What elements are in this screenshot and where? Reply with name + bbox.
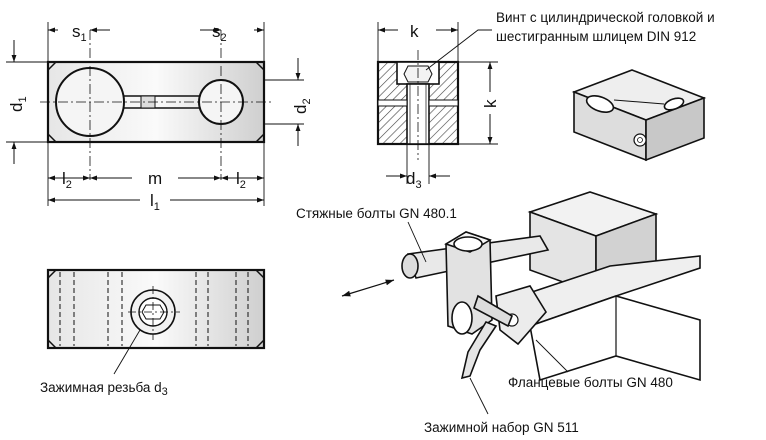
isometric-clamp-icon [571,69,707,162]
dim-l2-left: l2 [62,169,72,191]
dim-d1: d1 [7,96,29,112]
section-view [376,22,498,184]
dim-l1: l1 [150,191,160,213]
dim-d2: d2 [291,98,313,114]
flange-bolts-label: Фланцевые болты GN 480 [508,375,673,390]
dim-d3: d3 [406,169,422,191]
dim-k-side: k [481,99,500,108]
bottom-view [46,268,266,375]
dim-l2-right: l2 [236,169,246,191]
front-view [6,22,304,206]
screw-callout-line2: шестигранным шлицем DIN 912 [496,29,696,44]
dim-s1: s1 [72,22,87,44]
tie-bolts-label: Стяжные болты GN 480.1 [296,206,457,221]
dim-m: m [148,169,162,188]
dim-s2: s2 [212,22,227,44]
clamp-set-label: Зажимной набор GN 511 [424,420,579,435]
assembly-illustration [341,191,701,415]
thread-label: Зажимная резьба d3 [40,380,168,398]
dim-k-top: k [410,22,419,41]
screw-callout-line1: Винт с цилиндрической головкой и [496,10,715,25]
